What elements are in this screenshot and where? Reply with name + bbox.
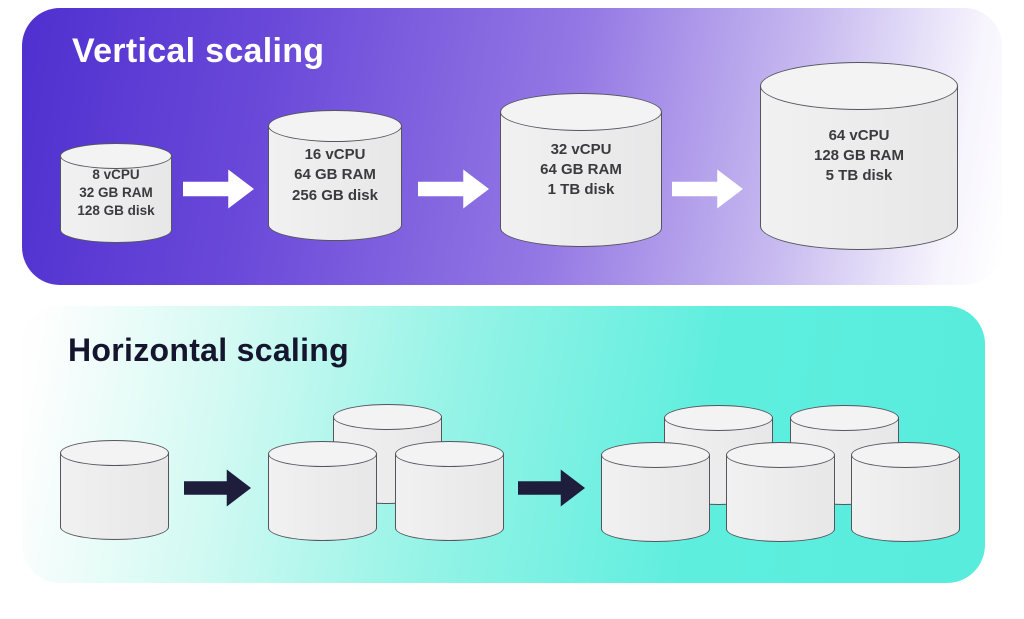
server-cylinder-64vcpu: 64 vCPU 128 GB RAM 5 TB disk [760, 62, 958, 250]
cylinder-top [268, 110, 402, 142]
cylinder-top [333, 404, 442, 430]
node-cylinder [60, 440, 169, 540]
node-cylinder [601, 442, 710, 542]
arrow-shape [418, 169, 489, 209]
spec-line: 128 GB RAM [813, 146, 905, 164]
vertical-scaling-title: Vertical scaling [72, 32, 325, 70]
cylinder-top [60, 440, 169, 466]
cylinder-side [268, 454, 377, 541]
horizontal-scaling-title: Horizontal scaling [68, 332, 349, 368]
cylinder-top [268, 441, 377, 467]
arrow-shape [184, 469, 252, 507]
arrow-shape [672, 169, 743, 209]
spec-line: 5 TB disk [825, 167, 893, 185]
spec-line: 64 vCPU [828, 126, 890, 144]
spec-line: 32 GB RAM [79, 184, 153, 200]
cylinder-side [60, 156, 172, 243]
cylinder-side [851, 455, 960, 542]
cylinder-side [268, 126, 402, 241]
spec-line: 256 GB disk [292, 186, 378, 204]
node-cylinder [726, 442, 835, 542]
scale-out-arrow-icon [518, 469, 586, 507]
cylinder-top [500, 93, 662, 131]
cylinder-top [395, 441, 504, 467]
cylinder-side [760, 86, 958, 250]
scale-out-arrow-icon [184, 469, 252, 507]
spec-line: 1 TB disk [547, 181, 615, 199]
server-cylinder-8vcpu: 8 vCPU 32 GB RAM 128 GB disk [60, 143, 172, 243]
server-specs: 16 vCPU 64 GB RAM 256 GB disk [268, 110, 402, 241]
cylinder-side [395, 454, 504, 541]
cylinder-side [726, 455, 835, 542]
server-cylinder-16vcpu: 16 vCPU 64 GB RAM 256 GB disk [268, 110, 402, 241]
cylinder-side [60, 453, 169, 540]
cylinder-top [60, 143, 172, 169]
server-cylinder-32vcpu: 32 vCPU 64 GB RAM 1 TB disk [500, 93, 662, 247]
cylinder-top [664, 405, 773, 431]
spec-line: 8 vCPU [92, 166, 140, 182]
spec-line: 64 GB RAM [540, 160, 622, 178]
cylinder-side [500, 112, 662, 247]
cylinder-top [601, 442, 710, 468]
cylinder-top [726, 442, 835, 468]
server-specs: 32 vCPU 64 GB RAM 1 TB disk [500, 93, 662, 247]
node-cylinder [395, 441, 504, 541]
node-cylinder [268, 441, 377, 541]
scale-up-arrow-icon [418, 169, 489, 209]
cylinder-top [760, 62, 958, 110]
cylinder-top [790, 405, 899, 431]
arrow-shape [518, 469, 586, 507]
server-specs: 8 vCPU 32 GB RAM 128 GB disk [60, 143, 172, 243]
spec-line: 16 vCPU [304, 146, 366, 164]
cylinder-side [601, 455, 710, 542]
scale-up-arrow-icon [672, 169, 743, 209]
arrow-shape [183, 169, 254, 209]
spec-line: 32 vCPU [550, 140, 612, 158]
cylinder-top [851, 442, 960, 468]
spec-line: 128 GB disk [77, 203, 155, 219]
spec-line: 64 GB RAM [294, 166, 376, 184]
node-cylinder [851, 442, 960, 542]
scale-up-arrow-icon [183, 169, 254, 209]
server-specs: 64 vCPU 128 GB RAM 5 TB disk [760, 62, 958, 250]
